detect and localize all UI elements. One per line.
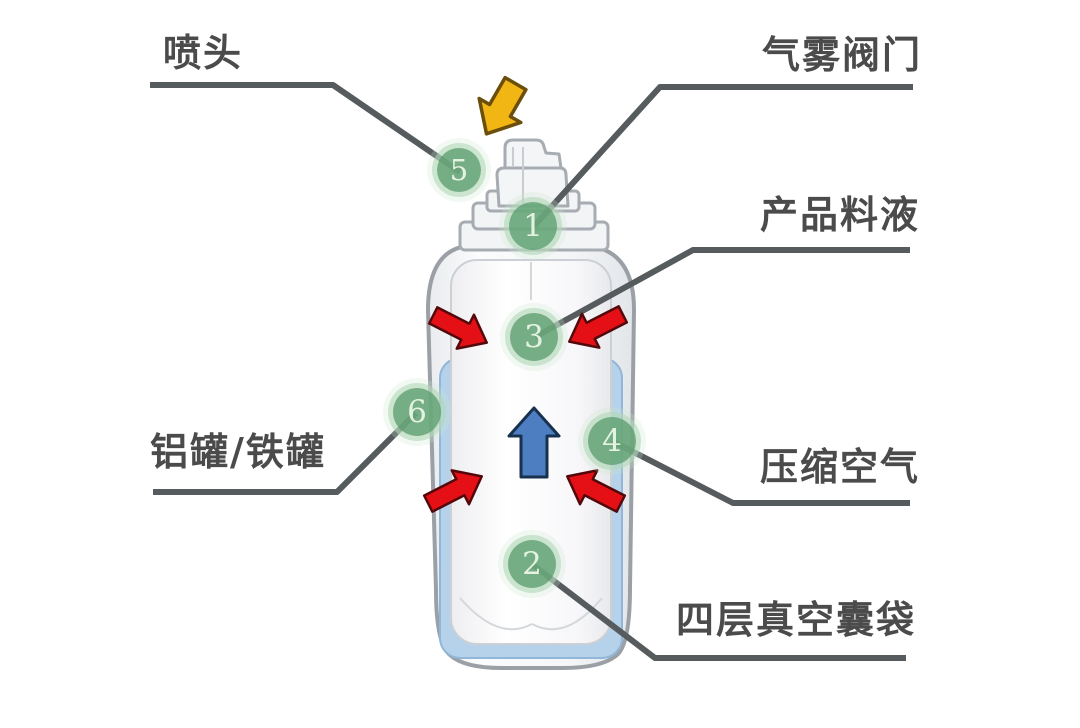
- callout-line-product: [533, 247, 910, 340]
- press-down-arrow-icon: [477, 75, 528, 136]
- marker-2-vacuum-bag: 2: [508, 540, 556, 588]
- marker-1-aerosol-valve: 1: [509, 202, 557, 250]
- callout-line-air: [610, 438, 910, 506]
- callout-line-nozzle: [150, 82, 462, 175]
- label-product-liquid: 产品料液: [760, 193, 921, 237]
- label-aerosol-valve: 气雾阀门: [762, 33, 923, 77]
- air-pressure-arrows: [422, 305, 629, 513]
- marker-3-product-liquid: 3: [510, 313, 558, 361]
- spray-actuator: [495, 138, 570, 208]
- air-pressure-arrow-icon: [427, 306, 488, 350]
- label-nozzle: 喷头: [163, 31, 244, 75]
- product-flow-up-arrow-icon: [507, 406, 561, 479]
- callout-line-bag: [531, 562, 906, 661]
- marker-4-compressed-air: 4: [588, 417, 636, 465]
- air-pressure-arrow-icon: [566, 469, 627, 513]
- air-pressure-arrow-icon: [568, 305, 629, 349]
- callout-line-can: [153, 410, 419, 495]
- callout-line-valve: [531, 84, 913, 229]
- callout-lines: [150, 82, 913, 661]
- label-four-layer-vacuum-bag: 四层真空囊袋: [676, 598, 917, 642]
- marker-6-aluminum-iron-can: 6: [393, 388, 441, 436]
- label-compressed-air: 压缩空气: [760, 445, 921, 489]
- label-aluminum-iron-can: 铝罐/铁罐: [150, 430, 326, 474]
- air-pressure-arrow-icon: [422, 469, 483, 513]
- marker-5-nozzle: 5: [437, 148, 481, 192]
